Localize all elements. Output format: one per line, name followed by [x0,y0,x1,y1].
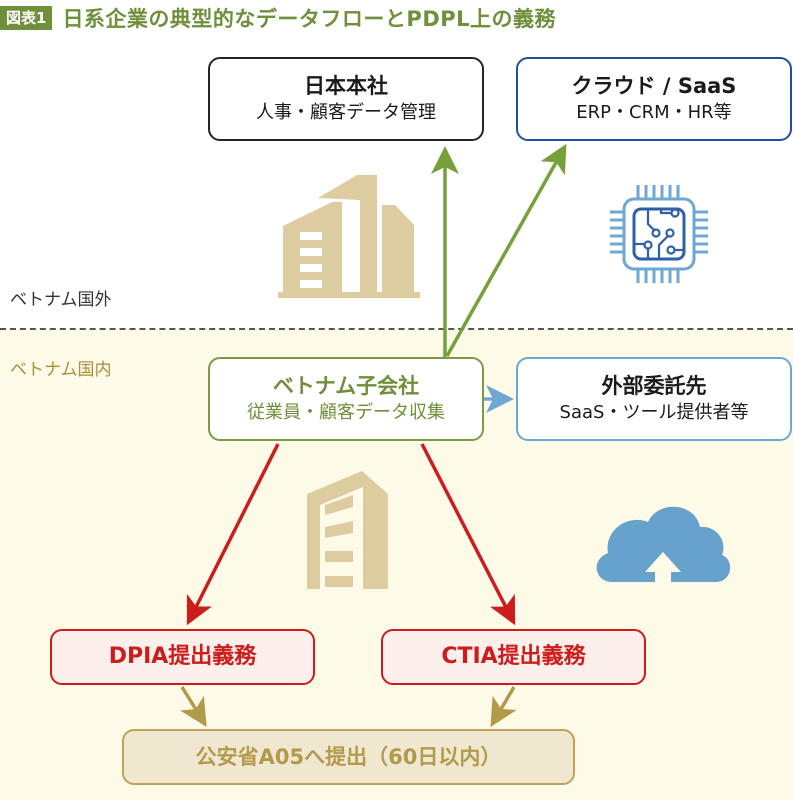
node-title: 日本本社 [304,74,388,98]
node-subtitle: SaaS・ツール提供者等 [559,402,749,423]
node-ctia-obligation: CTIA提出義務 [381,629,646,685]
node-title: クラウド / SaaS [571,74,737,98]
region-label-outside: ベトナム国外 [10,290,112,310]
figure-label: 図表1 [0,6,53,30]
node-subtitle: ERP・CRM・HR等 [576,102,732,123]
node-subtitle: 人事・顧客データ管理 [256,102,436,123]
node-title: DPIA提出義務 [108,644,257,669]
node-title: CTIA提出義務 [441,644,586,669]
node-cloud-saas: クラウド / SaaS ERP・CRM・HR等 [516,57,792,141]
arrow-subsidiary-to-cloud [445,143,567,357]
figure-title: 日系企業の典型的なデータフローとPDPL上の義務 [62,7,557,31]
office-buildings-icon [278,175,420,298]
border-divider [0,328,793,330]
node-japan-hq: 日本本社 人事・顧客データ管理 [208,57,484,141]
node-a05-submission: 公安省A05へ提出（60日以内） [122,729,575,785]
circuit-chip-icon [610,185,708,283]
node-vietnam-subsidiary: ベトナム子会社 従業員・顧客データ収集 [208,357,484,441]
node-title: ベトナム子会社 [272,374,420,398]
node-subtitle: 従業員・顧客データ収集 [247,402,445,423]
node-title: 外部委託先 [601,374,707,398]
figure-header: 図表1 日系企業の典型的なデータフローとPDPL上の義務 [0,4,556,32]
node-dpia-obligation: DPIA提出義務 [50,629,315,685]
region-label-inside: ベトナム国内 [10,360,112,380]
node-title: 公安省A05へ提出（60日以内） [195,745,502,769]
node-external-vendor: 外部委託先 SaaS・ツール提供者等 [516,357,792,441]
